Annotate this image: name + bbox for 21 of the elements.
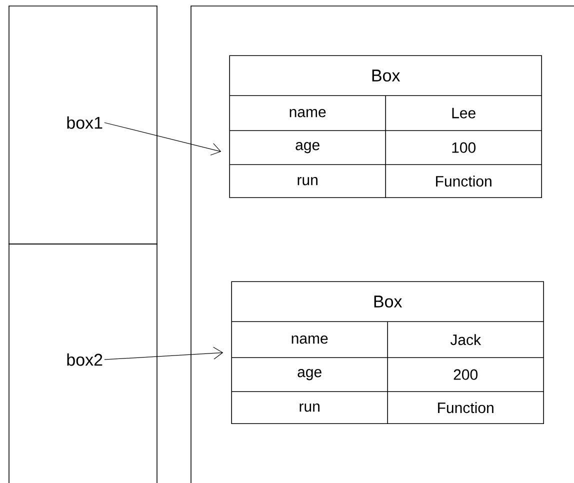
class-name: Box [374, 296, 402, 308]
field-name: name [290, 109, 326, 118]
stack-cell [8, 6, 158, 244]
field-name: name [292, 336, 328, 344]
field-value: Jack [450, 334, 482, 346]
arrow [104, 122, 222, 156]
field-value: 200 [454, 369, 478, 380]
class-name: Box [372, 70, 400, 82]
field-name: age [296, 142, 320, 154]
field-value: Function [436, 176, 492, 187]
field-value: Lee [452, 108, 476, 118]
arrow [104, 346, 224, 360]
stack-cell [8, 244, 158, 483]
field-value: 100 [452, 142, 476, 153]
field-name: run [298, 177, 318, 186]
field-value: Function [438, 402, 494, 414]
field-name: run [300, 404, 320, 412]
heap-panel [190, 6, 574, 483]
variable-name: box1 [67, 116, 102, 129]
variable-name: box2 [67, 353, 102, 366]
field-name: age [298, 369, 322, 380]
